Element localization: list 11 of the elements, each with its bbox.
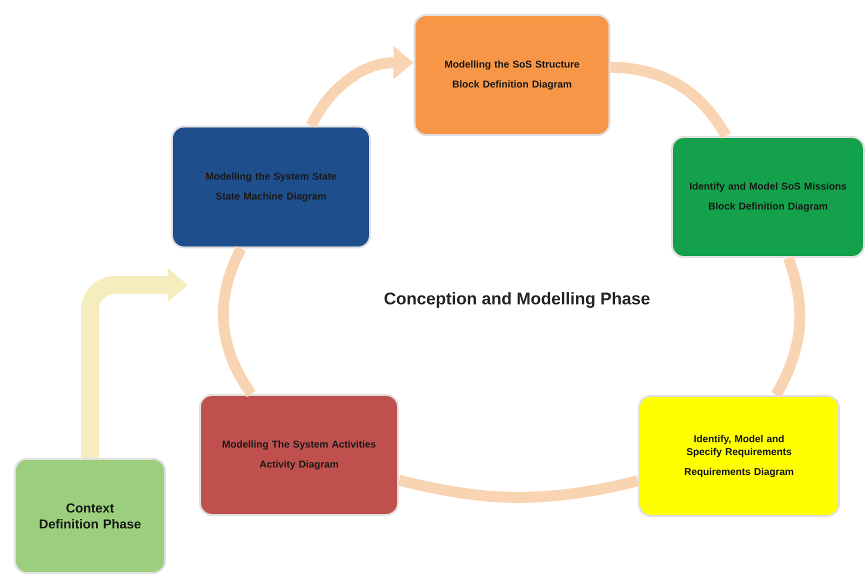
process-box: Identify and Model SoS Missions Block Definition Diagram: [671, 136, 865, 258]
connector: [771, 256, 806, 398]
process-box: Context Definition Phase: [14, 458, 166, 574]
process-box: Modelling The System Activities Activity Diagram: [199, 394, 399, 516]
title: Conception and Modelling Phase: [384, 292, 650, 308]
connector: [610, 62, 731, 139]
connector: [398, 474, 640, 503]
process-box: Identify, Model and Specify Requirements Requirements Diagram: [638, 395, 840, 517]
connector: [218, 246, 256, 398]
process-box: Modelling the System State State Machine Diagram: [171, 126, 371, 248]
process-box: Modelling the SoS Structure Block Definition Diagram: [414, 14, 610, 136]
